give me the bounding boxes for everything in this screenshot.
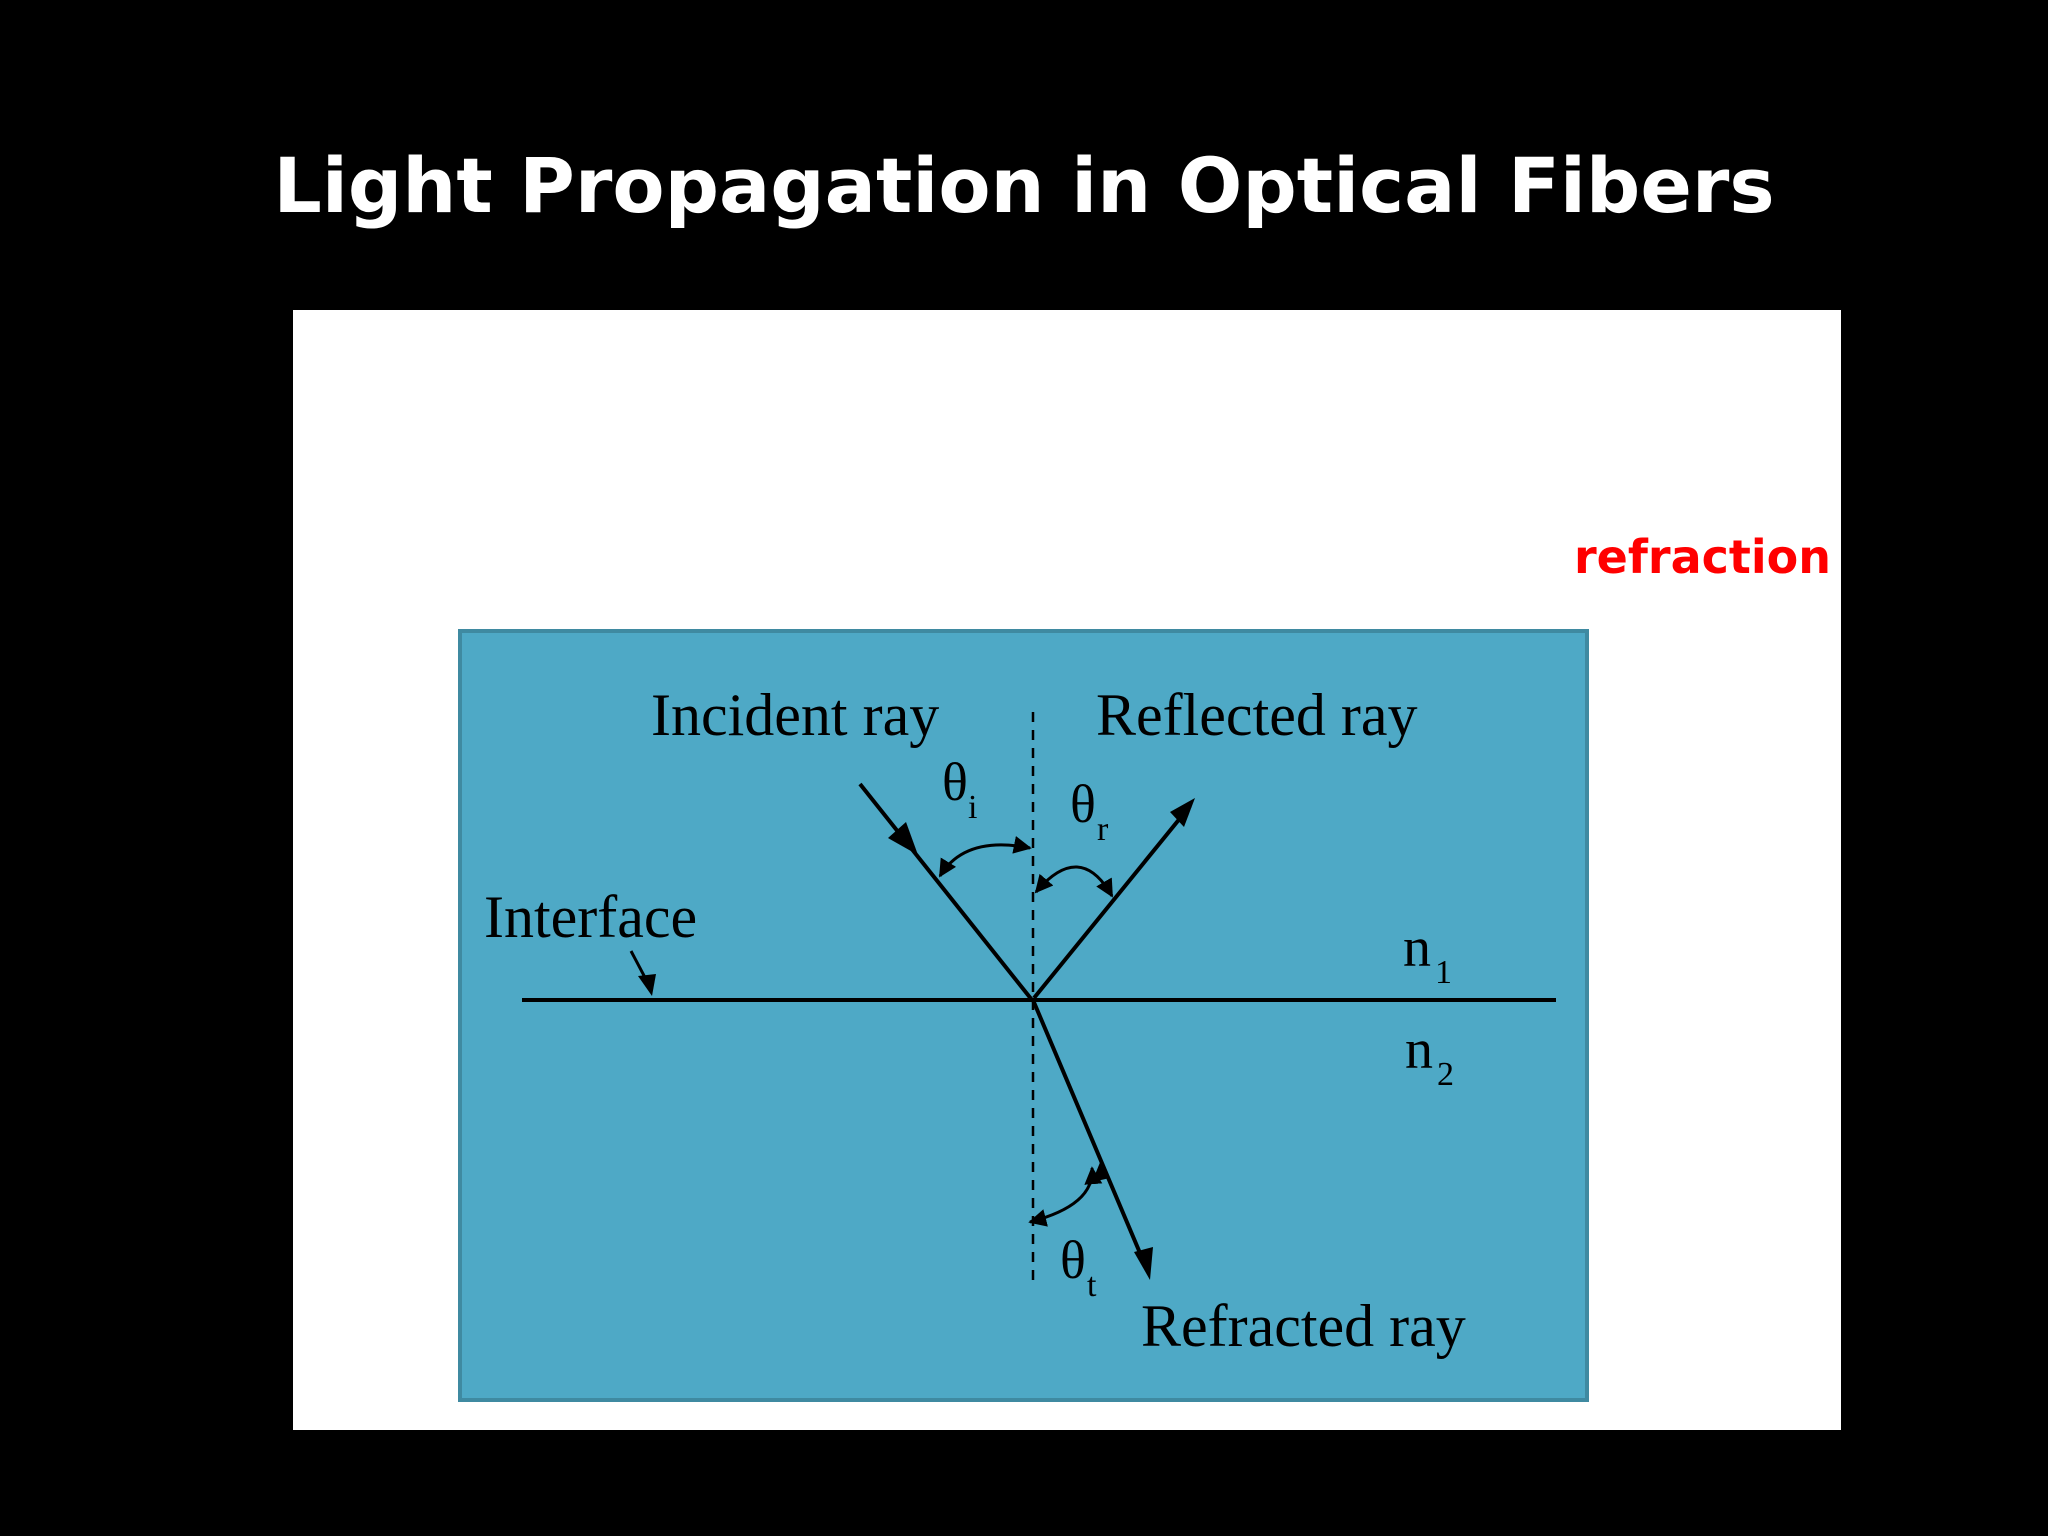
refracted-ray-line [1031, 999, 1150, 1273]
incident-ray-label: Incident ray [651, 682, 939, 748]
interface-pointer-arrow [638, 974, 656, 996]
theta-r-symbol: θ [1070, 774, 1096, 834]
theta-t-arc [1028, 1166, 1103, 1227]
refracted-ray-label: Refracted ray [1141, 1293, 1466, 1359]
theta-i-subscript: i [968, 789, 977, 826]
reflected-ray-label: Reflected ray [1096, 682, 1417, 748]
refraction-diagram-box [458, 629, 1589, 1402]
incident-ray-arrow [888, 822, 918, 855]
slide-title: Light Propagation in Optical Fibers [273, 141, 1775, 230]
n1-subscript: 1 [1435, 954, 1452, 991]
theta-r-arc [1034, 865, 1114, 898]
theta-r-subscript: r [1097, 811, 1109, 848]
theta-i-symbol: θ [942, 752, 968, 812]
n2-subscript: 2 [1437, 1056, 1454, 1093]
reflected-ray-line [1032, 804, 1192, 1000]
theta-t-symbol: θ [1060, 1230, 1086, 1290]
n1-symbol: n [1403, 917, 1431, 979]
theta-t-subscript: t [1087, 1267, 1097, 1304]
interface-label: Interface [484, 884, 697, 950]
refracted-ray-arrow [1134, 1247, 1153, 1280]
theta-i-arc [938, 836, 1032, 878]
reflected-ray-arrow [1170, 798, 1195, 827]
n2-symbol: n [1405, 1019, 1433, 1081]
incident-ray-line [858, 782, 1034, 1002]
refraction-annotation: refraction [1574, 530, 1831, 584]
